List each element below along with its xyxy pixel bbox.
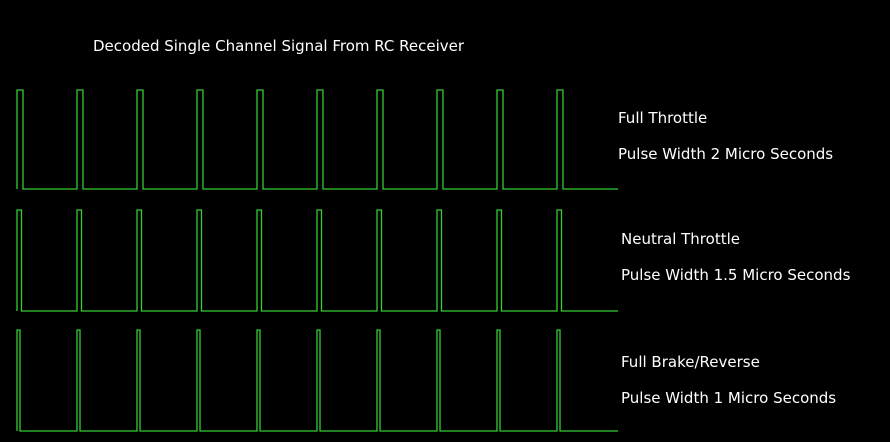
waveform-trace-2 bbox=[16, 209, 618, 312]
waveform-trace-3 bbox=[16, 329, 618, 432]
series-label-neutral-throttle: Neutral Throttle bbox=[621, 230, 740, 248]
series-label-full-throttle: Full Throttle bbox=[618, 109, 708, 127]
series-subtitle-full-brake: Pulse Width 1 Micro Seconds bbox=[621, 389, 837, 407]
waveform-trace-1 bbox=[16, 89, 618, 190]
series-label-full-brake: Full Brake/Reverse bbox=[621, 353, 760, 371]
chart-title: Decoded Single Channel Signal From RC Re… bbox=[93, 37, 465, 55]
series-subtitle-full-throttle: Pulse Width 2 Micro Seconds bbox=[618, 145, 834, 163]
series-subtitle-neutral-throttle: Pulse Width 1.5 Micro Seconds bbox=[621, 266, 851, 284]
